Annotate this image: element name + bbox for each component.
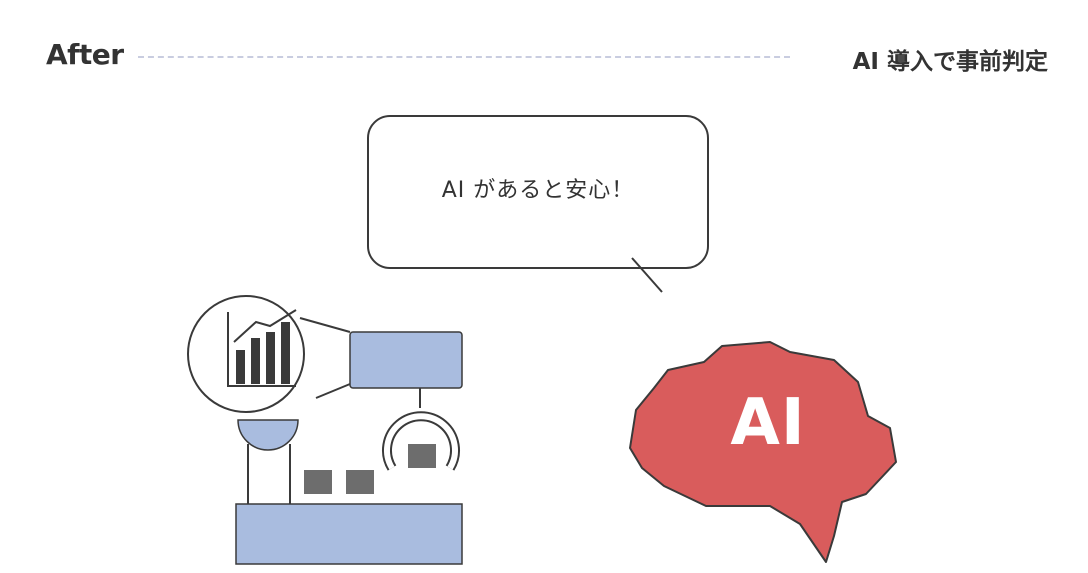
speech-bubble-text: AI があると安心！ [441,178,635,203]
ai-brain-label: AI [730,386,806,460]
machine-head [349,331,463,389]
chart-icon [227,309,297,387]
gripped-block [408,444,436,468]
header-dashed-divider [138,56,790,58]
ai-introduction-label: AI 導入で事前判定 [852,49,1048,75]
after-label: After [46,38,124,71]
conveyor-block-2 [346,470,374,494]
ai-brain-icon [629,341,897,563]
speech-bubble [367,115,709,293]
machine-dome [237,419,299,451]
machine [187,295,463,565]
machine-base [235,503,463,565]
header: After AI 導入で事前判定 [0,0,1088,110]
conveyor-block-1 [304,470,332,494]
